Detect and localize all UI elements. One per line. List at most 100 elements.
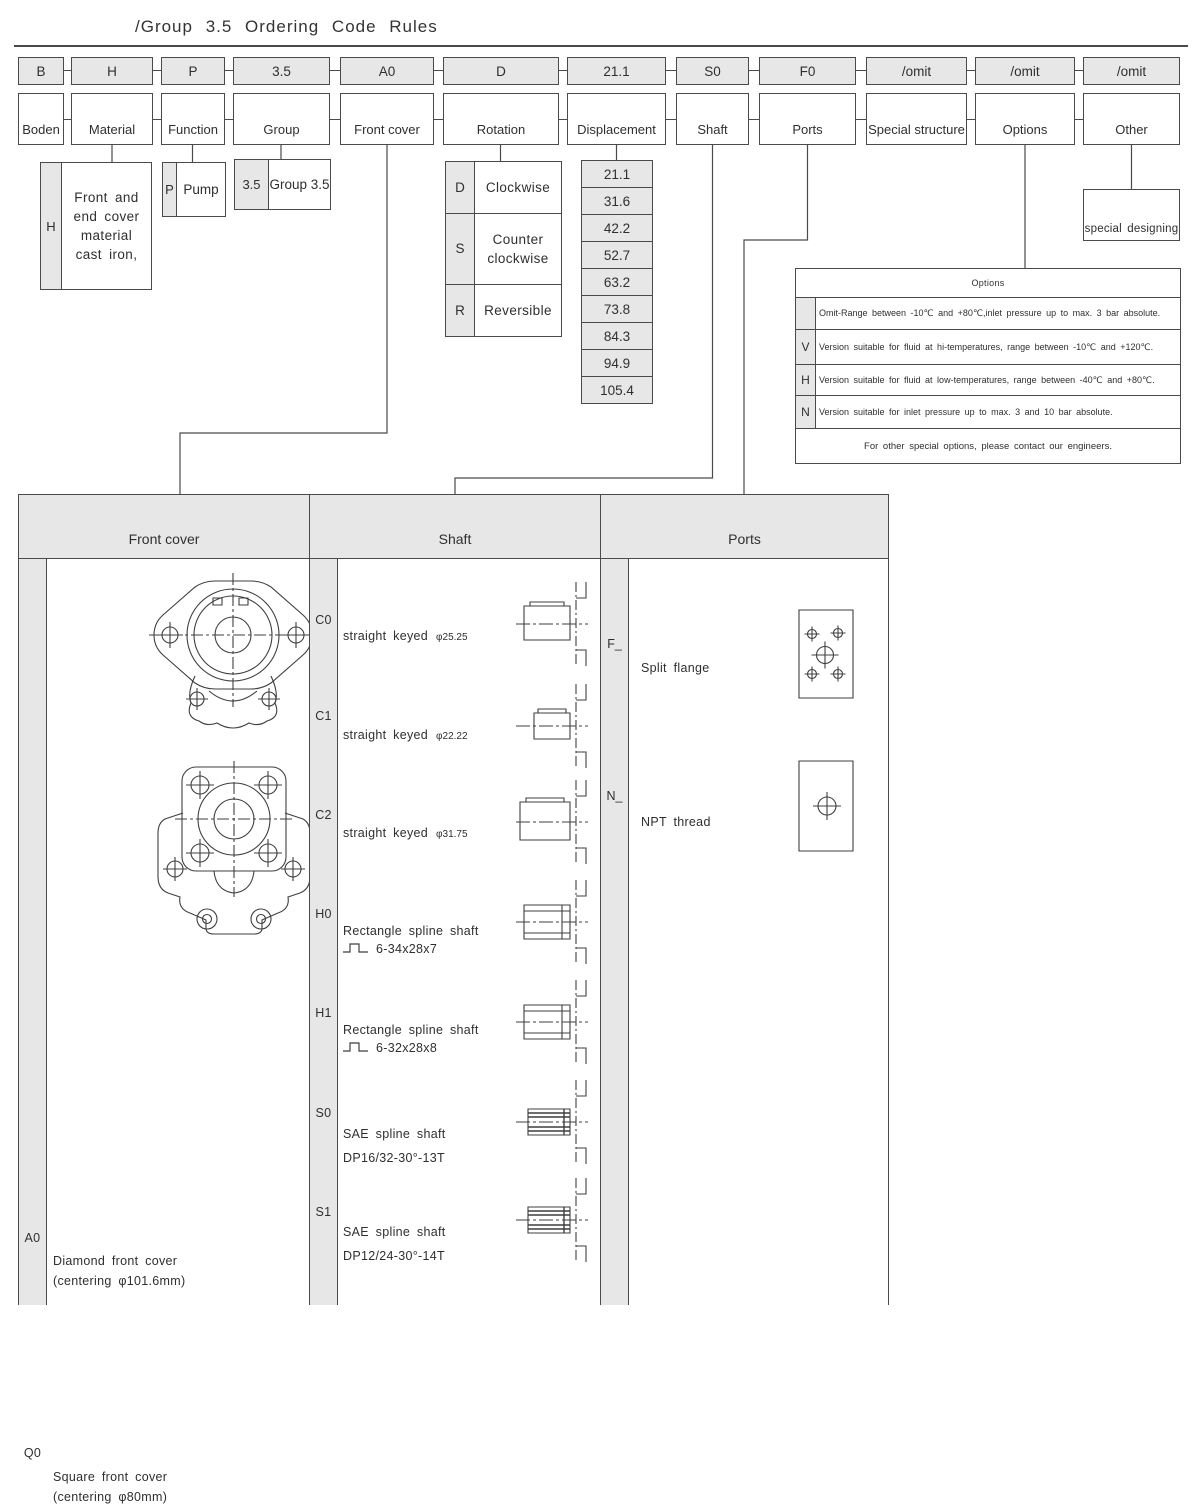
group-note: 3.5 Group 3.5 <box>234 159 331 210</box>
front-cover-key-strip <box>19 559 47 1305</box>
displacement-value-0: 21.1 <box>581 160 653 188</box>
field-box-front-cover: Front cover <box>340 93 434 145</box>
code-box-3: 3.5 <box>233 57 330 85</box>
material-note-text: Front and end cover material cast iron, <box>73 190 140 262</box>
displacement-value-7: 94.9 <box>581 350 653 377</box>
spline-profile-icon <box>343 1038 369 1058</box>
panel-header-front-cover: Front cover <box>18 494 310 559</box>
field-box-shaft: Shaft <box>676 93 749 145</box>
panel-header-ports: Ports <box>600 494 889 559</box>
field-connector-10 <box>1075 119 1083 120</box>
rotation-label-R: Reversible <box>484 303 552 319</box>
keyed-shaft-large-icon <box>516 776 588 873</box>
displacement-value-8: 105.4 <box>581 377 653 404</box>
field-connector-9 <box>967 119 975 120</box>
shaft-text2-H1: 6-32x28x8 <box>343 1038 437 1058</box>
code-box-10: /omit <box>975 57 1075 85</box>
panel-header-shaft: Shaft <box>309 494 601 559</box>
displacement-value-5: 73.8 <box>581 296 653 323</box>
code-box-7: S0 <box>676 57 749 85</box>
material-note: H Front and end cover material cast iron… <box>40 162 152 290</box>
options-table: Options Omit-Range between -10℃ and +80℃… <box>795 268 1181 464</box>
displacement-value-2: 42.2 <box>581 215 653 242</box>
options-rows: Omit-Range between -10℃ and +80℃,inlet p… <box>796 298 1180 429</box>
keyed-shaft-icon <box>516 578 588 675</box>
shaft-code-C1: C1 <box>315 709 332 723</box>
field-box-rotation: Rotation <box>443 93 559 145</box>
options-key-H: H <box>796 365 816 395</box>
options-text-2: Version suitable for fluid at low-temper… <box>819 374 1155 385</box>
front-cover-text-Q0: Square front cover (centering φ80mm) <box>53 1470 168 1504</box>
code-box-8: F0 <box>759 57 856 85</box>
special-designing-text: special designing <box>1084 223 1179 235</box>
sae-spline-shaft-icon <box>516 1174 588 1271</box>
npt-port-icon <box>797 759 855 858</box>
field-box-options: Options <box>975 93 1075 145</box>
keyed-shaft-small-icon <box>516 680 588 777</box>
field-box-special-structure: Special structure <box>866 93 967 145</box>
options-row-0: Omit-Range between -10℃ and +80℃,inlet p… <box>796 298 1180 330</box>
code-connector-9 <box>967 70 975 71</box>
options-text-3: Version suitable for inlet pressure up t… <box>819 407 1113 417</box>
code-box-1: H <box>71 57 153 85</box>
diamond-front-cover-drawing <box>149 573 315 768</box>
options-key-N: N <box>796 396 816 428</box>
field-box-other: Other <box>1083 93 1180 145</box>
code-connector-5 <box>559 70 567 71</box>
field-box-boden: Boden <box>18 93 64 145</box>
rotation-row-R: R Reversible <box>446 285 561 336</box>
field-box-ports: Ports <box>759 93 856 145</box>
function-code: P <box>163 163 177 216</box>
field-box-material: Material <box>71 93 153 145</box>
options-title: Options <box>796 269 1180 298</box>
shaft-text-H1: Rectangle spline shaft <box>343 1023 479 1037</box>
displacement-value-3: 52.7 <box>581 242 653 269</box>
code-connector-2 <box>225 70 233 71</box>
ports-key-strip <box>601 559 629 1305</box>
ports-code-F_: F_ <box>607 637 622 651</box>
shaft-dim-C2: φ31.75 <box>436 829 468 840</box>
code-box-5: D <box>443 57 559 85</box>
code-box-11: /omit <box>1083 57 1180 85</box>
field-box-group: Group <box>233 93 330 145</box>
code-connector-1 <box>153 70 161 71</box>
spline-profile-icon <box>343 939 369 959</box>
field-connector-7 <box>749 119 759 120</box>
shaft-spec-S1: DP12/24-30°-14T <box>343 1249 445 1263</box>
rotation-code-R: R <box>446 285 475 336</box>
sae-spline-shaft-icon <box>516 1076 588 1173</box>
code-connector-6 <box>666 70 676 71</box>
options-key-omit <box>796 298 816 329</box>
options-footer: For other special options, please contac… <box>864 440 1112 452</box>
field-connector-5 <box>559 119 567 120</box>
code-box-0: B <box>18 57 64 85</box>
displacement-value-4: 63.2 <box>581 269 653 296</box>
special-designing-box: special designing <box>1083 189 1180 241</box>
code-connector-8 <box>856 70 866 71</box>
shaft-text-S1: SAE spline shaft <box>343 1225 446 1239</box>
rotation-label-S: Counter clockwise <box>487 231 549 266</box>
split-flange-port-icon <box>797 608 855 707</box>
shaft-text2-S0: DP16/32-30°-13T <box>343 1148 445 1168</box>
connector-lines <box>111 145 1133 494</box>
shaft-code-C0: C0 <box>315 613 332 627</box>
ports-code-N_: N_ <box>606 789 623 803</box>
group-note-text: Group 3.5 <box>269 177 330 192</box>
field-connector-0 <box>64 119 71 120</box>
front-cover-code-A0: A0 <box>24 1231 41 1245</box>
shaft-code-S0: S0 <box>315 1106 332 1120</box>
field-connector-1 <box>153 119 161 120</box>
field-connector-6 <box>666 119 676 120</box>
rotation-label-D: Clockwise <box>485 179 551 195</box>
shaft-spec-H0: 6-34x28x7 <box>376 942 438 956</box>
front-cover-text-A0: Diamond front cover (centering φ101.6mm) <box>53 1254 186 1288</box>
function-note: P Pump <box>162 162 226 217</box>
